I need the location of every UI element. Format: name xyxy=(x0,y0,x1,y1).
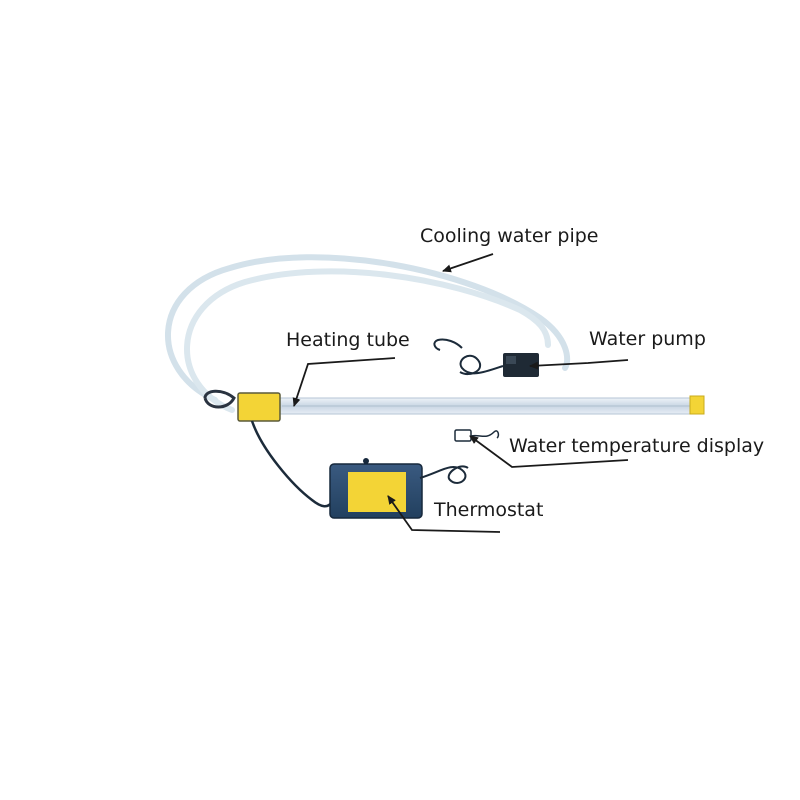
water-pump-inlet xyxy=(506,356,516,364)
thermostat-power-cord xyxy=(419,465,469,484)
cooling-pipe-outer xyxy=(165,254,571,403)
arrow-cooling-water-pipe xyxy=(442,253,494,273)
cooling-pipe-inner xyxy=(184,268,551,413)
heating-tube-connector xyxy=(237,392,281,422)
heating-tube xyxy=(237,392,705,422)
arrow-water-temperature-display xyxy=(469,435,629,468)
water-pump xyxy=(433,338,539,377)
temperature-display-unit xyxy=(454,429,472,442)
heating-tube-end-cap xyxy=(689,395,705,415)
water-pump-cord xyxy=(459,354,504,376)
thermostat-label-panel xyxy=(348,472,406,512)
label-thermostat: Thermostat xyxy=(433,499,543,521)
water-temperature-display xyxy=(454,429,500,442)
temperature-display-probe xyxy=(470,430,500,439)
cooling-water-pipe xyxy=(165,254,571,413)
thermostat xyxy=(329,458,469,519)
label-cooling-water-pipe: Cooling water pipe xyxy=(420,225,598,247)
water-pump-plug xyxy=(433,338,463,351)
thermostat-cable xyxy=(250,420,334,508)
arrow-thermostat xyxy=(387,495,501,533)
arrow-water-pump xyxy=(529,359,629,370)
thermostat-knob xyxy=(363,458,369,464)
arrow-heating-tube xyxy=(292,357,396,407)
callout-arrows xyxy=(292,253,629,533)
callout-labels: Cooling water pipe Heating tube Water pu… xyxy=(286,225,764,521)
label-water-temperature-display: Water temperature display xyxy=(509,435,764,457)
label-heating-tube: Heating tube xyxy=(286,329,410,351)
label-water-pump: Water pump xyxy=(589,328,706,350)
pipe-fitting xyxy=(203,389,236,409)
